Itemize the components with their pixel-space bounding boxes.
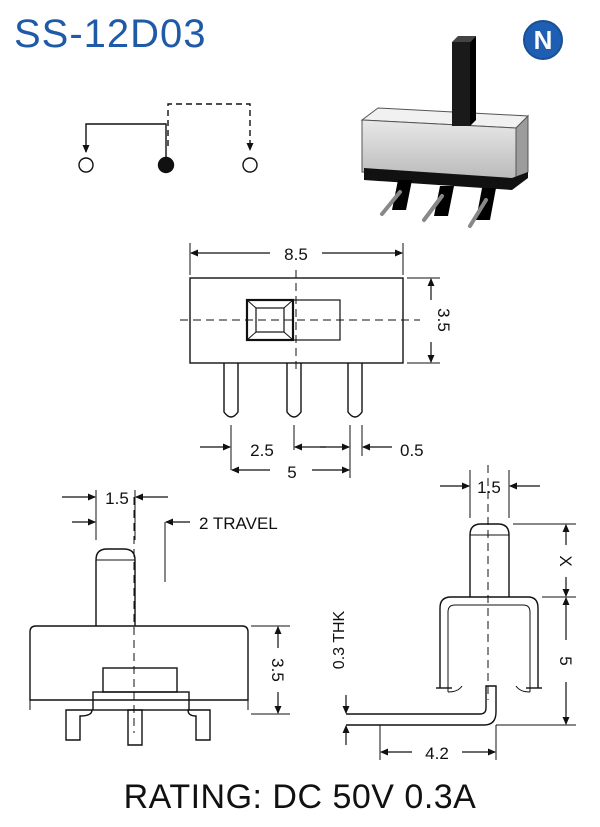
- span-dimension: 5: [287, 463, 296, 482]
- width-dimension: 8.5: [284, 245, 308, 264]
- end-view: [342, 465, 576, 760]
- side-pin-2: [127, 709, 143, 746]
- thickness-dimension: 0.3 THK: [331, 610, 348, 669]
- side-body-outline: [29, 625, 249, 701]
- schematic-solid-path: [82, 123, 167, 160]
- travel-dimension: 2 TRAVEL: [199, 514, 278, 533]
- pin-1: [223, 363, 239, 418]
- pitch-dimension: 2.5: [250, 441, 274, 460]
- brand-logo-icon: N: [523, 20, 563, 60]
- x-dimension: X: [556, 555, 575, 566]
- terminal-common-icon: [157, 156, 175, 174]
- side-view: [29, 490, 290, 746]
- front-view: [180, 243, 440, 478]
- rating-text: RATING: DC 50V 0.3A: [123, 778, 477, 816]
- side-pin-1: [65, 709, 93, 741]
- side-pin-3: [187, 709, 211, 741]
- terminal-left-icon: [78, 157, 94, 173]
- pin-3: [347, 363, 363, 418]
- end-lead: [346, 685, 497, 726]
- pin-width-dimension: 0.5: [400, 441, 424, 460]
- side-actuator: [95, 548, 136, 626]
- end-actuator-width-dimension: 1.5: [477, 478, 501, 497]
- base-plate: [92, 691, 190, 711]
- lead-length-dimension: 4.2: [425, 744, 449, 763]
- model-title: SS-12D03: [14, 12, 207, 56]
- side-height-dimension: 3.5: [268, 658, 287, 682]
- end-height-dimension: 5: [556, 656, 575, 665]
- pin-2: [286, 363, 302, 418]
- height-dimension: 3.5: [434, 308, 453, 332]
- schematic-dashed-path: [167, 103, 254, 151]
- end-body-outline: [439, 596, 539, 688]
- end-actuator: [469, 523, 510, 597]
- circuit-schematic: [78, 103, 258, 174]
- side-actuator-width-dimension: 1.5: [105, 489, 129, 508]
- terminal-right-icon: [242, 157, 258, 173]
- product-photo: [360, 36, 530, 228]
